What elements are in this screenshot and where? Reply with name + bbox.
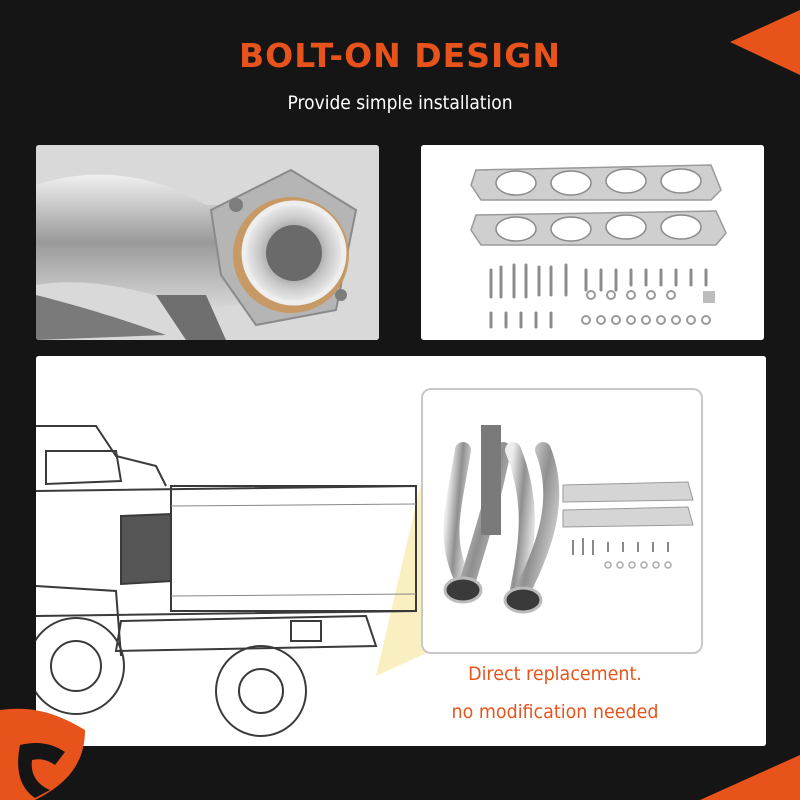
callout-line-1: Direct replacement. (468, 663, 642, 685)
corner-accent-bottom-right (700, 755, 800, 800)
page-subtitle: Provide simple installation (287, 92, 513, 114)
page-title: BOLT-ON DESIGN (239, 36, 561, 75)
flange-photo (36, 145, 379, 340)
callout-line-2: no modification needed (451, 701, 659, 723)
header-kit-inset (421, 388, 703, 654)
gasket-hardware-photo (421, 145, 764, 340)
corner-accent-top-right (730, 10, 800, 75)
shield-logo-icon (0, 708, 85, 800)
